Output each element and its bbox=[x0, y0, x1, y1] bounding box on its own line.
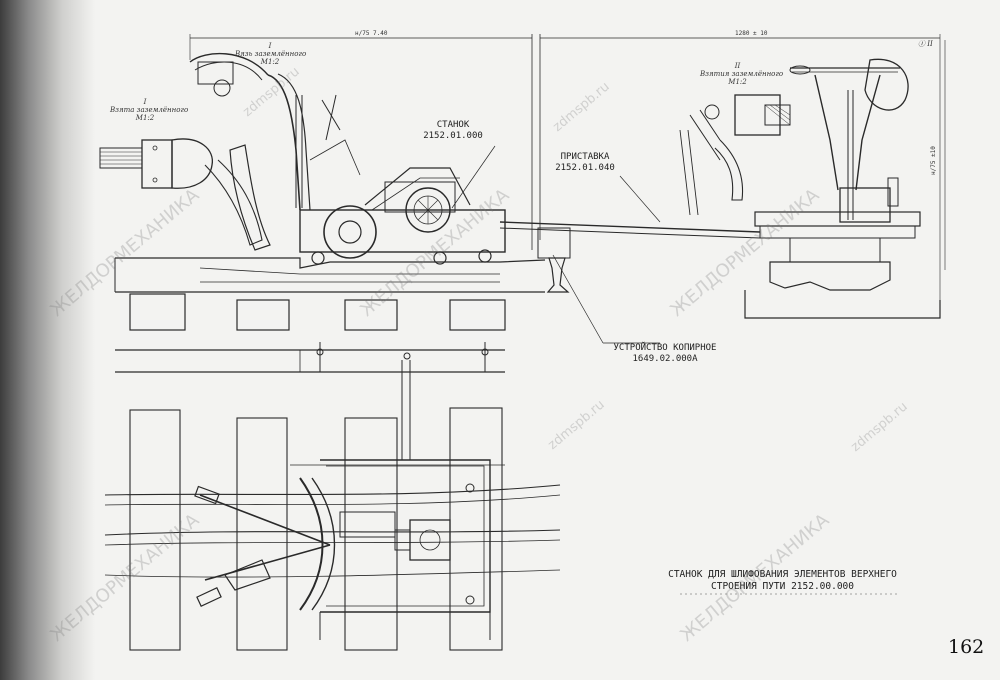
dimension-right-height: н/75 ±10 bbox=[930, 146, 937, 175]
attachment-label: ПРИСТАВКА 2152.01.040 bbox=[545, 152, 625, 174]
machine-code: 2152.01.000 bbox=[423, 131, 483, 141]
page-number: 162 bbox=[948, 636, 985, 658]
plan-view-bottom bbox=[104, 342, 561, 651]
machine-label: СТАНОК 2152.01.000 bbox=[413, 120, 493, 142]
callout-text: Взята заземлённого bbox=[110, 106, 189, 114]
callout-numeral: I bbox=[268, 42, 272, 50]
detail-callout-right: II Взятия заземлённого М1:2 bbox=[700, 62, 784, 86]
front-view-right bbox=[499, 34, 946, 319]
callout-text: Вязь заземлённого bbox=[235, 50, 307, 58]
dimension-right-width: 1280 ± 10 bbox=[735, 30, 768, 37]
caption-line-1: СТАНОК ДЛЯ ШЛИФОВАНИЯ ЭЛЕМЕНТОВ ВЕРХНЕГО bbox=[668, 569, 897, 580]
callout-numeral: II bbox=[734, 62, 741, 70]
caption-line-2: СТРОЕНИЯ ПУТИ 2152.00.000 bbox=[711, 581, 854, 592]
copier-label: УСТРОЙСТВО КОПИРНОЕ 1649.02.000А bbox=[605, 343, 725, 365]
attachment-code: 2152.01.040 bbox=[555, 163, 615, 173]
machine-name: СТАНОК bbox=[436, 120, 470, 130]
corner-mark: Ⓘ II bbox=[918, 40, 933, 48]
callout-scale: М1:2 bbox=[728, 78, 747, 86]
callout-scale: М1:2 bbox=[260, 58, 280, 66]
callout-text: Взятия заземлённого bbox=[700, 70, 784, 78]
book-binding-shadow bbox=[0, 0, 95, 680]
callout-scale: М1:2 bbox=[135, 114, 155, 122]
copier-code: 1649.02.000А bbox=[632, 354, 698, 364]
detail-callout-top: I Вязь заземлённого М1:2 bbox=[235, 42, 307, 66]
detail-callout-left: I Взята заземлённого М1:2 bbox=[110, 98, 189, 122]
callout-numeral: I bbox=[143, 98, 147, 106]
side-view-left bbox=[99, 34, 660, 344]
dimension-left-width: н/75 7.40 bbox=[355, 30, 388, 37]
attachment-name: ПРИСТАВКА bbox=[560, 152, 610, 162]
drawing-caption: СТАНОК ДЛЯ ШЛИФОВАНИЯ ЭЛЕМЕНТОВ ВЕРХНЕГО… bbox=[660, 569, 905, 593]
copier-name: УСТРОЙСТВО КОПИРНОЕ bbox=[613, 343, 717, 353]
